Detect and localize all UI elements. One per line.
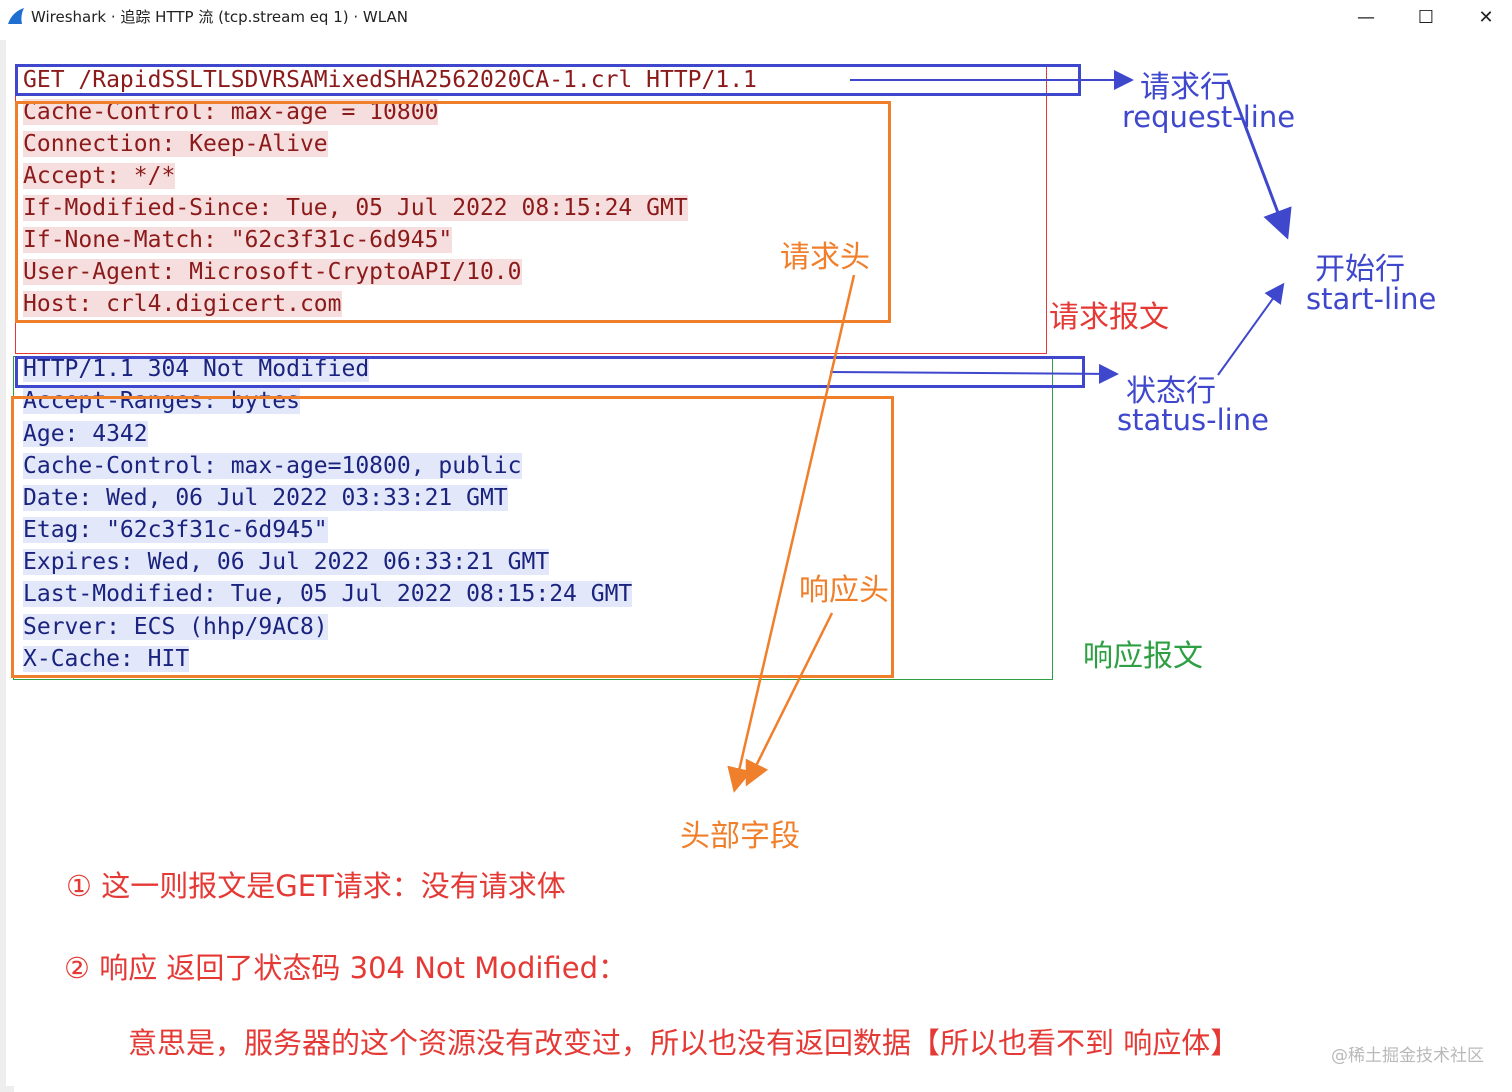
request-header-line: User-Agent: Microsoft-CryptoAPI/10.0	[23, 259, 522, 285]
label-request-line-en: request-line	[1122, 100, 1296, 134]
response-header-line: Server: ECS (hhp/9AC8)	[23, 614, 328, 640]
response-header-line: Last-Modified: Tue, 05 Jul 2022 08:15:24…	[23, 581, 633, 607]
response-header-line: Cache-Control: max-age=10800, public	[23, 453, 522, 479]
request-header-line: Connection: Keep-Alive	[23, 131, 328, 157]
request-header-line: If-None-Match: "62c3f31c-6d945"	[23, 227, 453, 253]
label-response-message: 响应报文	[1083, 639, 1203, 674]
label-start-line-cn: 开始行	[1315, 252, 1405, 287]
wireshark-fin-icon	[8, 8, 24, 24]
response-header-line: Age: 4342	[23, 421, 148, 447]
label-start-line-en: start-line	[1306, 282, 1437, 316]
note-2: ② 响应 返回了状态码 304 Not Modified：	[64, 951, 627, 985]
status-line-text: HTTP/1.1 304 Not Modified	[23, 356, 370, 382]
note-1: ① 这一则报文是GET请求：没有请求体	[66, 869, 566, 903]
response-header-line: X-Cache: HIT	[23, 646, 190, 672]
note-3: 意思是，服务器的这个资源没有改变过，所以也没有返回数据【所以也看不到 响应体】	[128, 1026, 1240, 1060]
request-header-line: If-Modified-Since: Tue, 05 Jul 2022 08:1…	[23, 195, 688, 221]
window-title: Wireshark · 追踪 HTTP 流 (tcp.stream eq 1) …	[31, 8, 408, 26]
window-titlebar: Wireshark · 追踪 HTTP 流 (tcp.stream eq 1) …	[0, 0, 1512, 34]
response-header-line: Accept-Ranges: bytes	[23, 388, 300, 414]
label-response-header: 响应头	[799, 573, 889, 608]
label-request-message: 请求报文	[1049, 300, 1169, 335]
label-status-line-en: status-line	[1117, 403, 1269, 437]
request-line-text: GET /RapidSSLTLSDVRSAMixedSHA2562020CA-1…	[23, 67, 757, 93]
response-header-line: Etag: "62c3f31c-6d945"	[23, 517, 328, 543]
minimize-button[interactable]: —	[1357, 6, 1375, 28]
label-request-line-cn: 请求行	[1140, 70, 1230, 105]
request-header-line: Host: crl4.digicert.com	[23, 291, 342, 317]
maximize-button[interactable]: ☐	[1417, 6, 1435, 28]
label-request-header: 请求头	[780, 240, 870, 275]
response-header-line: Expires: Wed, 06 Jul 2022 06:33:21 GMT	[23, 549, 550, 575]
close-button[interactable]: ✕	[1478, 6, 1494, 28]
label-header-fields: 头部字段	[680, 819, 800, 854]
label-status-line-cn: 状态行	[1126, 374, 1216, 409]
response-header-line: Date: Wed, 06 Jul 2022 03:33:21 GMT	[23, 485, 508, 511]
watermark: @稀土掘金技术社区	[1331, 1046, 1484, 1066]
request-header-line: Accept: */*	[23, 163, 176, 189]
